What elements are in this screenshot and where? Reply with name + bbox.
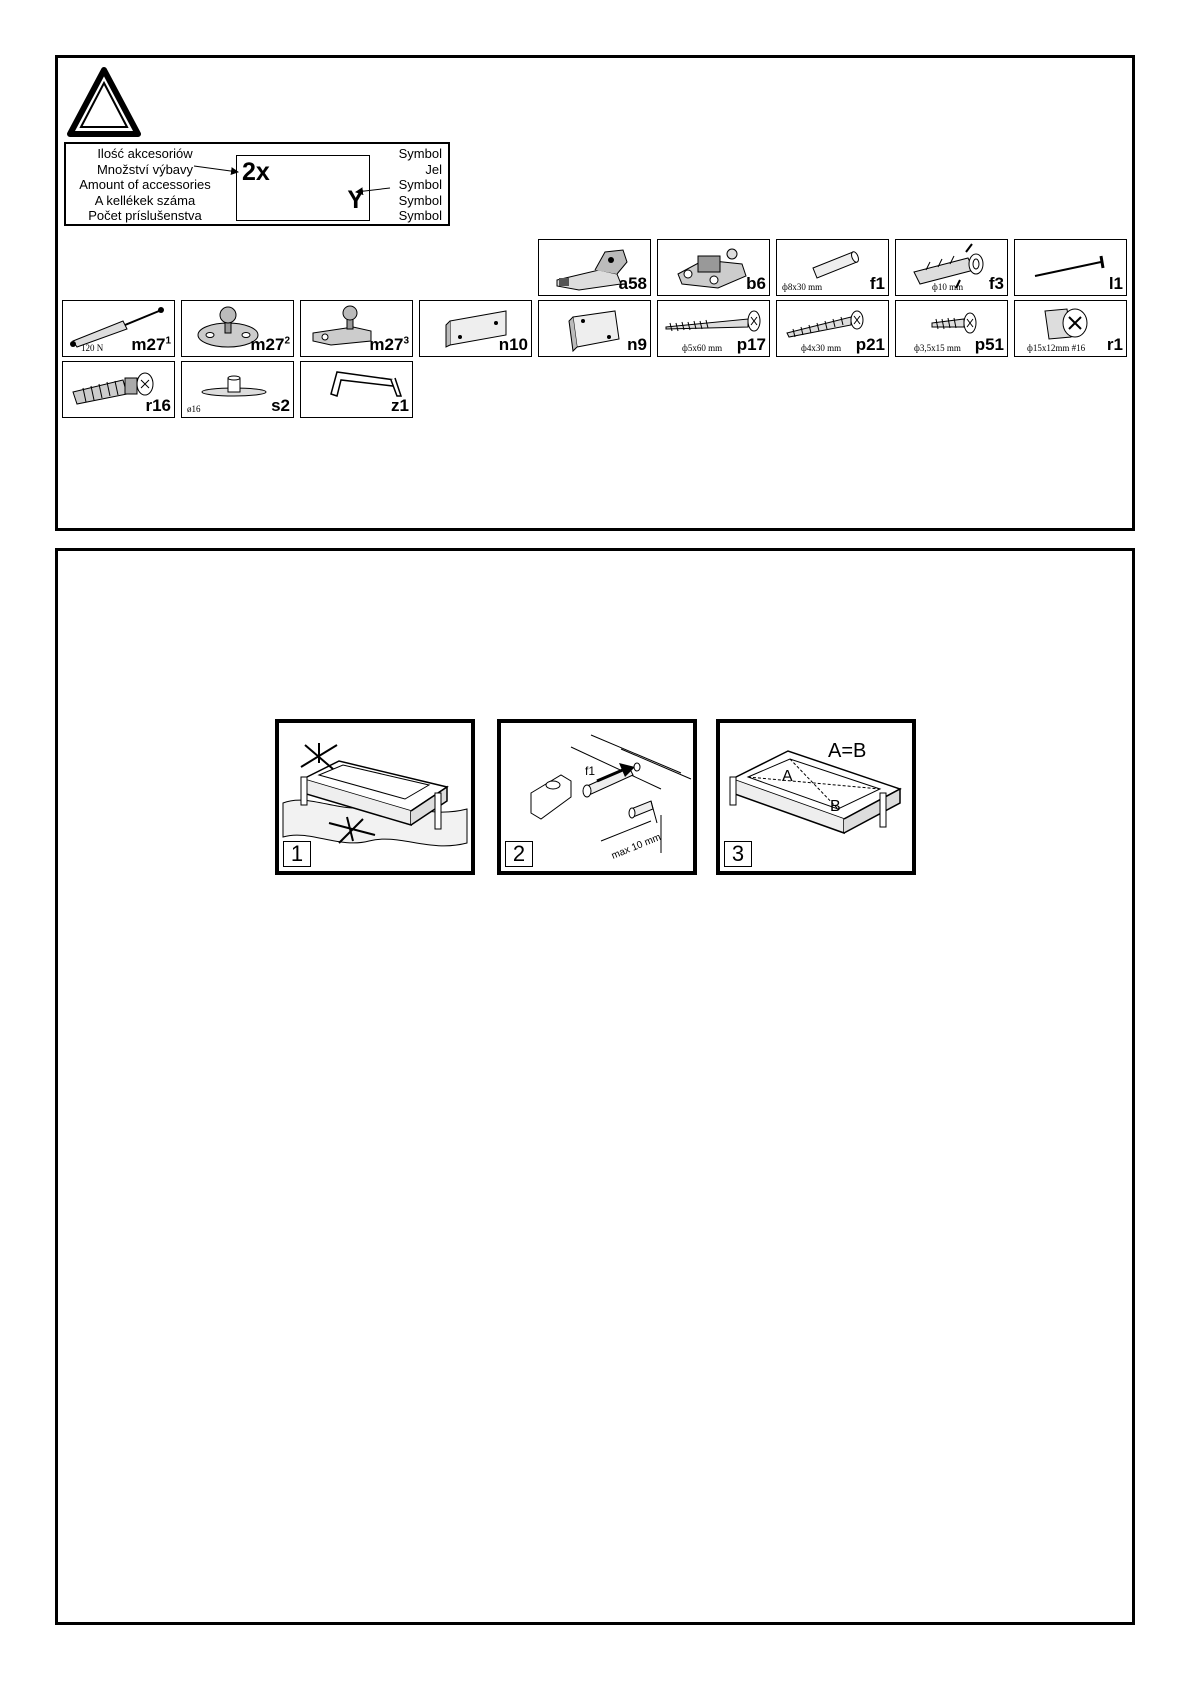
- diagonal-label-b: B: [830, 798, 841, 815]
- legend-symbol-label: Jel: [382, 162, 442, 178]
- part-p21: ф4x30 mm p21: [776, 300, 889, 357]
- part-code: s2: [271, 396, 290, 416]
- step-number: 2: [505, 841, 533, 867]
- part-p17: ф5x60 mm p17: [657, 300, 770, 357]
- legend-symbol-label: Symbol: [382, 146, 442, 162]
- legend-label: A kellékek száma: [70, 193, 220, 209]
- legend-labels: Ilość akcesoriów Množství výbavy Amount …: [70, 146, 220, 224]
- legend-label: Ilość akcesoriów: [70, 146, 220, 162]
- part-dimension: 120 N: [81, 343, 103, 353]
- part-s2: ø16 s2: [181, 361, 294, 418]
- part-dimension: ф8x30 mm: [782, 282, 822, 292]
- step-1: 1: [275, 719, 475, 875]
- part-code: p51: [975, 335, 1004, 355]
- step-number: 3: [724, 841, 752, 867]
- part-f1: ф8x30 mm f1: [776, 239, 889, 296]
- legend-count-example: 2x: [242, 158, 270, 187]
- part-code: a58: [619, 274, 647, 294]
- part-n9: n9: [538, 300, 651, 357]
- part-code: n9: [627, 335, 647, 355]
- step-part-label: f1: [585, 764, 595, 778]
- legend-label: Amount of accessories: [70, 177, 220, 193]
- part-dimension: ф15x12mm #16: [1027, 343, 1085, 353]
- part-code: m273: [369, 335, 409, 355]
- legend-symbols: Symbol Jel Symbol Symbol Symbol: [382, 146, 442, 224]
- part-z1: z1: [300, 361, 413, 418]
- accessories-legend: Ilość akcesoriów Množství výbavy Amount …: [64, 142, 450, 226]
- legend-label: Množství výbavy: [70, 162, 220, 178]
- accessories-panel: Ilość akcesoriów Množství výbavy Amount …: [55, 55, 1135, 531]
- part-dimension: ø16: [187, 404, 201, 414]
- legend-symbol-label: Symbol: [382, 177, 442, 193]
- part-code: p17: [737, 335, 766, 355]
- assembly-panel: 1 max 10 mm f1 2 A=B: [55, 548, 1135, 1625]
- legend-symbol-example: Y: [347, 186, 364, 215]
- part-code: l1: [1109, 274, 1123, 294]
- step-measure-label: max 10 mm: [610, 832, 663, 862]
- part-code: r16: [145, 396, 171, 416]
- part-code: r1: [1107, 335, 1123, 355]
- part-r16: r16: [62, 361, 175, 418]
- part-m27-3: m273: [300, 300, 413, 357]
- legend-symbol-label: Symbol: [382, 208, 442, 224]
- legend-symbol-label: Symbol: [382, 193, 442, 209]
- step-number: 1: [283, 841, 311, 867]
- part-code: f1: [870, 274, 885, 294]
- part-dimension: ф3,5x15 mm: [914, 343, 961, 353]
- part-code: n10: [499, 335, 528, 355]
- part-code: b6: [746, 274, 766, 294]
- part-f3: ф10 mm f3: [895, 239, 1008, 296]
- part-code: p21: [856, 335, 885, 355]
- part-m27-2: m272: [181, 300, 294, 357]
- part-b6: b6: [657, 239, 770, 296]
- part-dimension: ф5x60 mm: [682, 343, 722, 353]
- legend-example-box: 2x Y: [236, 155, 370, 221]
- part-code: z1: [391, 396, 409, 416]
- legend-label: Počet príslušenstva: [70, 208, 220, 224]
- diagonal-label-a: A: [782, 768, 793, 785]
- part-code: m272: [250, 335, 290, 355]
- step-formula: A=B: [828, 740, 866, 762]
- part-dimension: ф4x30 mm: [801, 343, 841, 353]
- part-p51: ф3,5x15 mm p51: [895, 300, 1008, 357]
- step-3: A=B A B 3: [716, 719, 916, 875]
- part-m27-1: 120 N m271: [62, 300, 175, 357]
- part-l1: l1: [1014, 239, 1127, 296]
- warning-triangle-icon: [66, 66, 142, 138]
- part-a58: a58: [538, 239, 651, 296]
- part-dimension: ф10 mm: [932, 282, 963, 292]
- part-n10: n10: [419, 300, 532, 357]
- step-2: max 10 mm f1 2: [497, 719, 697, 875]
- part-r1: ф15x12mm #16 r1: [1014, 300, 1127, 357]
- part-code: f3: [989, 274, 1004, 294]
- part-code: m271: [131, 335, 171, 355]
